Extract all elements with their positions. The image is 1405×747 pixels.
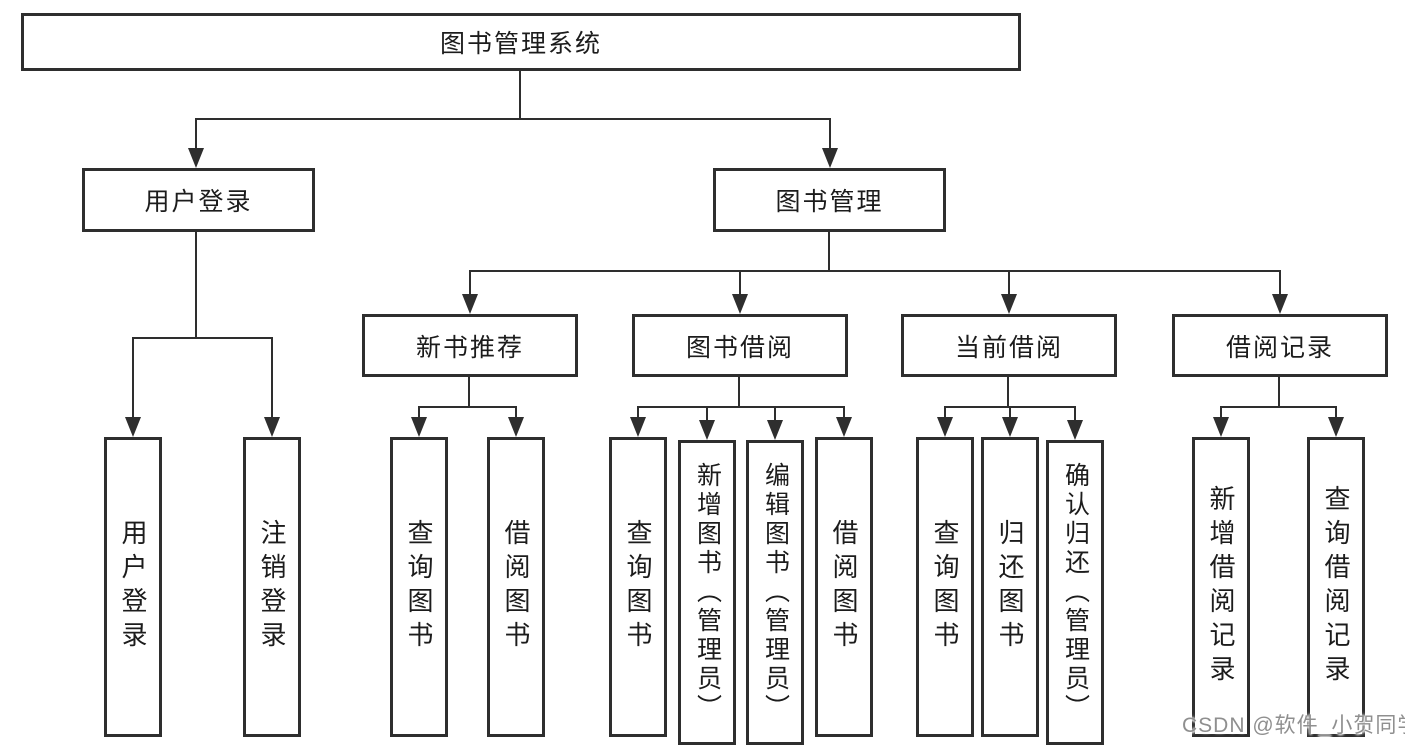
connector-g4-stem2	[1335, 406, 1337, 417]
connector-bookmgmt-vline	[828, 232, 830, 270]
connector-bookborrow-stem	[739, 270, 741, 296]
arrow-g2-leaf1	[630, 417, 646, 437]
connector-g2-stem1	[637, 406, 639, 417]
connector-userlogin-stem	[195, 118, 197, 150]
node-logout-leaf-label: 注销登录	[257, 519, 287, 655]
node-query-books-leaf-2: 查询图书	[609, 437, 667, 737]
arrow-g1-leaf1	[411, 417, 427, 437]
connector-newbookrec-stem	[469, 270, 471, 296]
connector-level2-hline	[469, 270, 1281, 272]
arrow-g4-leaf1	[1213, 417, 1229, 437]
node-user-login-branch-label: 用户登录	[144, 188, 253, 216]
arrow-g2-leaf2	[699, 420, 715, 440]
node-edit-books-admin-leaf-label: 编辑图书（管理员）	[761, 462, 790, 723]
connector-g2-stem3	[774, 406, 776, 420]
connector-g1-vline	[468, 377, 470, 406]
node-query-books-leaf-3-label: 查询图书	[930, 519, 960, 655]
arrow-to-userlogin	[188, 148, 204, 168]
connector-g3-stem1	[944, 406, 946, 417]
csdn-watermark: CSDN @软件_小贺同学	[1182, 714, 1405, 737]
connector-g2-stem2	[706, 406, 708, 420]
arrow-g3-leaf1	[937, 417, 953, 437]
node-return-books-leaf: 归还图书	[981, 437, 1039, 737]
connector-g1-hline	[418, 406, 517, 408]
connector-g1-stem2	[515, 406, 517, 417]
node-borrow-books-leaf-1-label: 借阅图书	[501, 519, 531, 655]
node-query-borrow-record-leaf-label: 查询借阅记录	[1321, 485, 1351, 689]
arrow-g1-leaf2	[508, 417, 524, 437]
node-borrow-record-label: 借阅记录	[1225, 333, 1334, 362]
arrow-to-borrowrecord	[1272, 294, 1288, 314]
connector-g3-vline	[1007, 377, 1009, 406]
node-book-borrow-label: 图书借阅	[685, 333, 794, 362]
node-book-management-branch: 图书管理	[713, 168, 946, 232]
node-query-books-leaf-1-label: 查询图书	[404, 519, 434, 655]
arrow-to-login	[125, 417, 141, 437]
node-query-books-leaf-1: 查询图书	[390, 437, 448, 737]
node-book-management-branch-label: 图书管理	[775, 188, 884, 216]
connector-g4-vline	[1278, 377, 1280, 406]
node-user-login-branch: 用户登录	[82, 168, 315, 232]
node-root-system: 图书管理系统	[21, 13, 1021, 71]
arrow-to-currentborrow	[1001, 294, 1017, 314]
arrow-g4-leaf2	[1328, 417, 1344, 437]
node-edit-books-admin-leaf: 编辑图书（管理员）	[746, 440, 804, 745]
arrow-to-bookmgmt	[822, 148, 838, 168]
node-add-borrow-record-leaf: 新增借阅记录	[1192, 437, 1250, 737]
node-return-books-leaf-label: 归还图书	[995, 519, 1025, 655]
node-user-login-leaf: 用户登录	[104, 437, 162, 737]
node-borrow-books-leaf-2: 借阅图书	[815, 437, 873, 737]
arrow-g2-leaf3	[767, 420, 783, 440]
arrow-to-newbookrec	[462, 294, 478, 314]
connector-bookmgmt-stem	[829, 118, 831, 150]
node-borrow-books-leaf-1: 借阅图书	[487, 437, 545, 737]
connector-g1-stem1	[418, 406, 420, 417]
node-user-login-leaf-label: 用户登录	[118, 519, 148, 655]
node-add-books-admin-leaf: 新增图书（管理员）	[678, 440, 736, 745]
node-current-borrow-label: 当前借阅	[954, 333, 1063, 362]
arrow-to-bookborrow	[732, 294, 748, 314]
node-new-book-recommend-label: 新书推荐	[415, 333, 524, 362]
connector-g2-vline	[738, 377, 740, 406]
node-query-borrow-record-leaf: 查询借阅记录	[1307, 437, 1365, 737]
node-confirm-return-admin-leaf: 确认归还（管理员）	[1046, 440, 1104, 745]
connector-currentborrow-stem	[1008, 270, 1010, 296]
connector-g2-hline	[637, 406, 845, 408]
node-add-books-admin-leaf-label: 新增图书（管理员）	[693, 462, 722, 723]
node-add-borrow-record-leaf-label: 新增借阅记录	[1206, 485, 1236, 689]
node-root-label: 图书管理系统	[439, 30, 602, 58]
node-new-book-recommend: 新书推荐	[362, 314, 578, 377]
arrow-g3-leaf2	[1002, 417, 1018, 437]
arrow-g3-leaf3	[1067, 420, 1083, 440]
connector-root-vline	[519, 71, 521, 118]
node-book-borrow: 图书借阅	[632, 314, 848, 377]
connector-logout-stem	[271, 337, 273, 419]
connector-g4-hline	[1220, 406, 1337, 408]
node-query-books-leaf-3: 查询图书	[916, 437, 974, 737]
node-confirm-return-admin-leaf-label: 确认归还（管理员）	[1061, 462, 1090, 723]
connector-userlogin-hline	[132, 337, 273, 339]
node-borrow-record: 借阅记录	[1172, 314, 1388, 377]
node-logout-leaf: 注销登录	[243, 437, 301, 737]
node-current-borrow: 当前借阅	[901, 314, 1117, 377]
connector-g4-stem1	[1220, 406, 1222, 417]
connector-borrowrecord-stem	[1279, 270, 1281, 296]
arrow-g2-leaf4	[836, 417, 852, 437]
connector-userlogin-vline	[195, 232, 197, 337]
connector-g3-stem3	[1074, 406, 1076, 420]
node-query-books-leaf-2-label: 查询图书	[623, 519, 653, 655]
connector-g3-stem2	[1009, 406, 1011, 417]
connector-level1-hline	[195, 118, 831, 120]
node-borrow-books-leaf-2-label: 借阅图书	[829, 519, 859, 655]
arrow-to-logout	[264, 417, 280, 437]
connector-g2-stem4	[843, 406, 845, 417]
connector-login-stem	[132, 337, 134, 419]
